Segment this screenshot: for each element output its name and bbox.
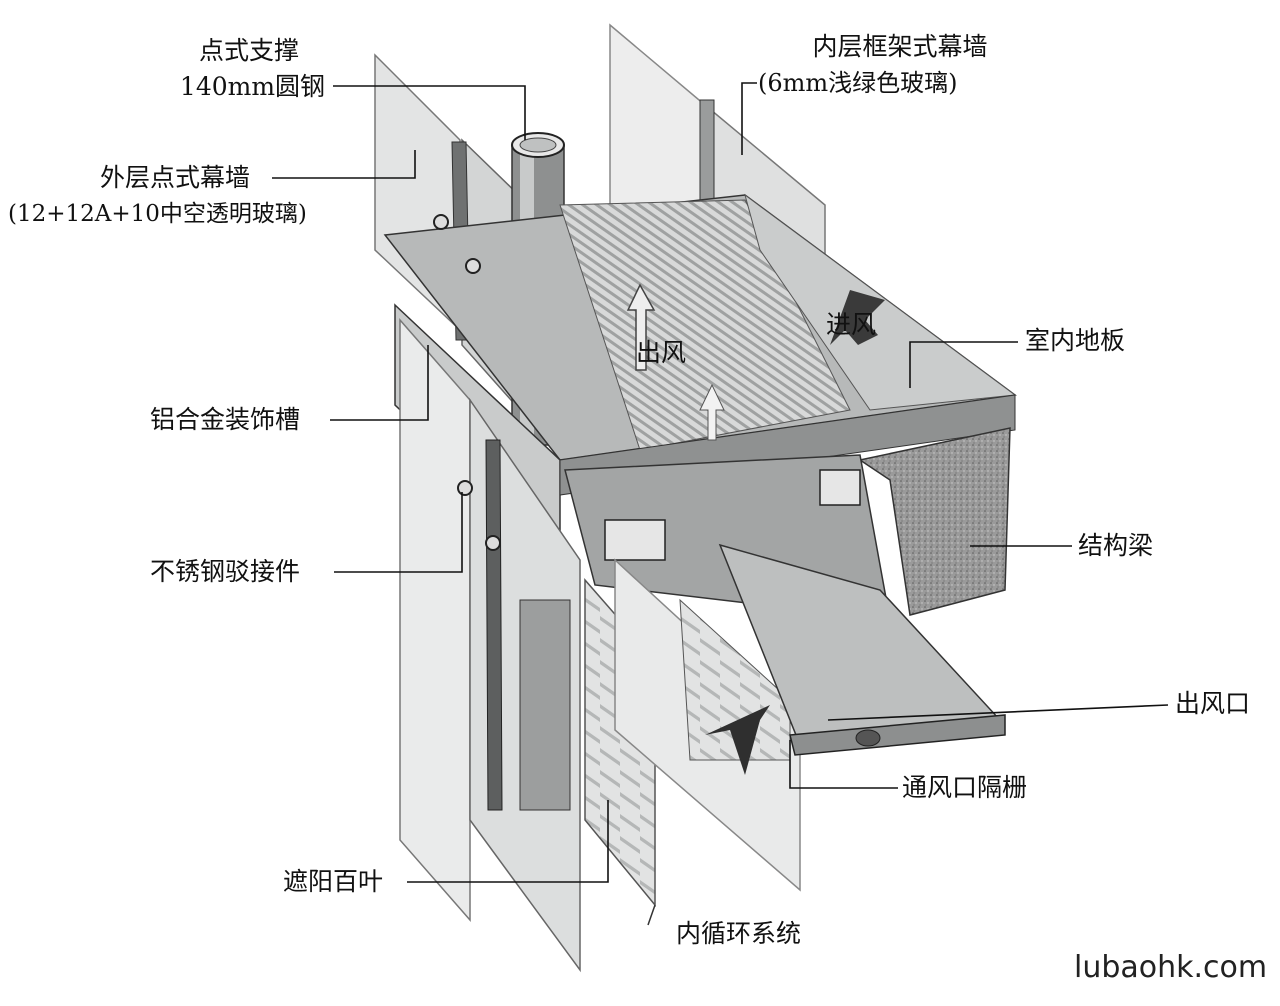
label-stainless-connector: 不锈钢驳接件 [150,557,301,586]
leader-aluminum [330,345,429,421]
label-point-support-title: 点式支撑 [198,36,299,65]
label-vent-grille: 通风口隔栅 [902,773,1028,802]
air-channel-grate [559,199,851,451]
leader-sunshade [407,800,609,883]
label-air-outlet: 出风口 [1175,689,1251,718]
air-outlet-bar [789,714,1006,756]
outer-glass-lower [399,318,471,922]
air-out-arrow [626,283,656,371]
label-air-out: 出风 [636,338,687,367]
lower-column [519,599,571,811]
label-sunshade-louver: 遮阳百叶 [283,867,384,896]
leader-inner-curtain [741,82,757,155]
leader-connector [334,492,463,573]
label-indoor-floor: 室内地板 [1025,326,1126,355]
label-inner-circulation: 内循环系统 [676,919,802,948]
connector-3 [457,480,473,496]
label-point-support-spec: 140mm圆钢 [179,72,326,101]
label-air-in: 进风 [826,310,877,339]
leader-point-support [333,85,526,140]
leader-outer-curtain [272,150,416,179]
leader-grille [789,740,898,789]
watermark: lubaohk.com [1074,950,1268,985]
connector-4 [485,535,501,551]
label-inner-curtain-title: 内层框架式幕墙 [812,32,988,61]
label-aluminum-trough: 铝合金装饰槽 [150,405,301,434]
label-inner-curtain-spec: (6mm浅绿色玻璃) [758,69,958,97]
air-in-arrow [830,290,885,345]
lower-air-arrow [705,705,770,775]
leader-indoor-floor [909,341,1018,388]
structural-beam-concrete [858,427,1011,616]
label-outer-curtain-spec: (12+12A+10中空透明玻璃) [8,201,307,227]
connector-2 [465,258,481,274]
label-outer-curtain-title: 外层点式幕墙 [99,163,250,192]
label-structural-beam: 结构梁 [1078,531,1154,560]
leader-outlet [827,704,1169,721]
connector-1 [433,214,449,230]
